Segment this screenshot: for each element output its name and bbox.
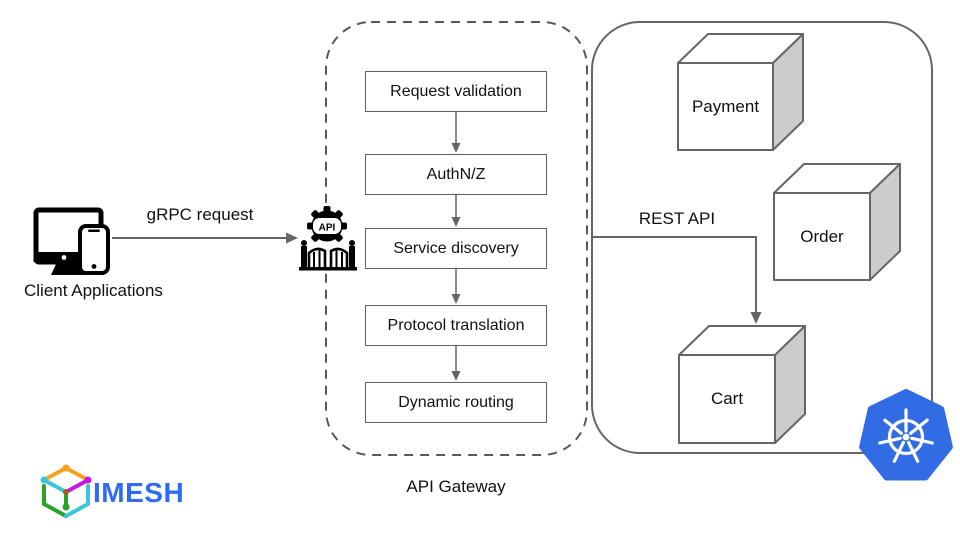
imesh-wordmark: IMESH — [93, 477, 185, 508]
client-devices-icon — [33, 207, 110, 275]
gateway-step-service-discovery: Service discovery — [365, 228, 547, 269]
gateway-step-request-validation: Request validation — [365, 71, 547, 112]
rest-api-arrow — [592, 236, 762, 324]
rest-api-label: REST API — [638, 209, 716, 228]
order-cube — [773, 163, 901, 281]
gateway-step-authnz: AuthN/Z — [365, 154, 547, 195]
kubernetes-icon — [859, 389, 953, 481]
step-connector-arrows — [451, 112, 461, 381]
cart-cube — [678, 325, 806, 444]
payment-service-label: Payment — [691, 96, 760, 116]
api-gateway-icon: API — [299, 203, 357, 272]
grpc-arrow — [112, 232, 298, 244]
imesh-logo-mark — [40, 464, 92, 518]
grpc-request-label: gRPC request — [146, 205, 254, 224]
cart-service-label: Cart — [710, 389, 744, 408]
payment-cube — [677, 33, 804, 151]
api-gateway-label: API Gateway — [406, 477, 506, 496]
gateway-step-protocol-translation: Protocol translation — [365, 305, 547, 346]
gateway-step-dynamic-routing: Dynamic routing — [365, 382, 547, 423]
order-service-label: Order — [800, 226, 844, 246]
api-gateway-icon-text: API — [319, 223, 336, 234]
api-gateway-dashed-container — [325, 21, 588, 456]
client-applications-label: Client Applications — [24, 281, 163, 300]
